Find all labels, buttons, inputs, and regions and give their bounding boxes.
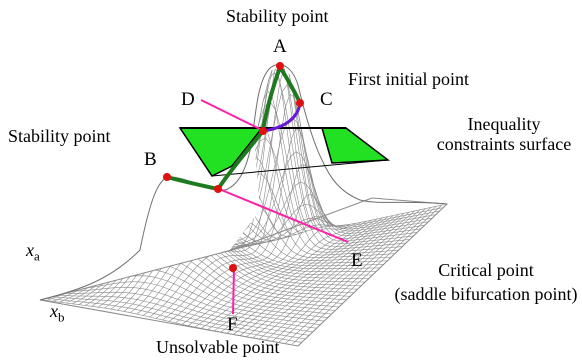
mesh-line-v: [265, 209, 421, 341]
label-stability-top: Stability point: [226, 6, 329, 26]
mesh-line-v: [201, 220, 367, 329]
mesh-line-u: [231, 203, 445, 251]
mesh-line-v: [291, 204, 442, 345]
axis-label-xb: xb: [50, 301, 65, 328]
marker-c: [296, 99, 304, 107]
marker-d: [259, 127, 267, 135]
mesh-line-v: [272, 208, 426, 342]
mesh-line-v: [194, 222, 362, 328]
mesh-line-v: [259, 210, 415, 340]
label-stability-left: Stability point: [8, 126, 111, 146]
marker-a: [276, 62, 284, 70]
label-unsolvable: Unsolvable point: [156, 337, 280, 357]
path-d-to-a: [261, 66, 282, 132]
mesh-line-v: [278, 207, 432, 343]
label-first-initial: First initial point: [348, 69, 470, 89]
marker-e: [214, 185, 222, 193]
mesh-line-v: [207, 219, 372, 330]
mesh-line-v: [168, 164, 340, 322]
label-inequality-line1: Inequality: [467, 114, 541, 134]
mesh-line-u: [212, 181, 433, 254]
axis-label-xa: xa: [26, 240, 40, 267]
pointer-f: [232, 268, 235, 315]
label-critical-line2: (saddle bifurcation point): [394, 284, 578, 304]
base-plane: [39, 197, 449, 347]
pointer-lines: [200, 99, 349, 315]
marker-b: [163, 173, 171, 181]
label-point-f: F: [227, 314, 238, 335]
mesh-line-v: [226, 216, 389, 334]
axis-xa-base: x: [26, 240, 34, 260]
label-point-c: C: [320, 89, 333, 110]
mesh-line-v: [239, 214, 399, 336]
mountain-outline: [39, 64, 448, 301]
point-markers: [163, 62, 304, 272]
mesh-line-v: [214, 218, 378, 332]
path-a-to-c: [278, 65, 302, 104]
marker-f: [229, 264, 237, 272]
constraint-surface-bottom-edge: [211, 159, 389, 177]
inequality-constraint-surface: [178, 127, 391, 177]
mesh-line-v: [188, 223, 356, 326]
label-critical-line1: Critical point: [438, 260, 534, 280]
mesh-line-v: [284, 206, 437, 344]
mesh-line-v: [246, 212, 405, 338]
label-critical-point: Critical point (saddle bifurcation point…: [390, 260, 582, 304]
label-point-d: D: [181, 89, 195, 110]
path-e-to-b: [166, 175, 219, 191]
label-point-a: A: [273, 36, 287, 57]
mesh-line-u: [217, 204, 436, 253]
axis-xa-sub: a: [34, 248, 40, 264]
label-inequality-line2: constraints surface: [436, 134, 572, 154]
constraint-surface-right: [321, 127, 391, 164]
pointer-e: [218, 188, 349, 243]
mesh-line-v: [220, 217, 383, 333]
path-d-to-e: [216, 129, 265, 191]
label-point-e: E: [351, 250, 363, 271]
axis-xb-sub: b: [58, 309, 65, 325]
pointer-d: [200, 99, 263, 131]
label-inequality-surface: Inequality constraints surface: [430, 114, 578, 154]
mesh-line-u: [207, 151, 429, 254]
mesh-line-v: [181, 215, 351, 325]
axis-xb-base: x: [50, 301, 58, 321]
mesh-line-v: [252, 211, 410, 339]
label-point-b: B: [144, 149, 157, 170]
mesh-line-v: [233, 215, 394, 335]
